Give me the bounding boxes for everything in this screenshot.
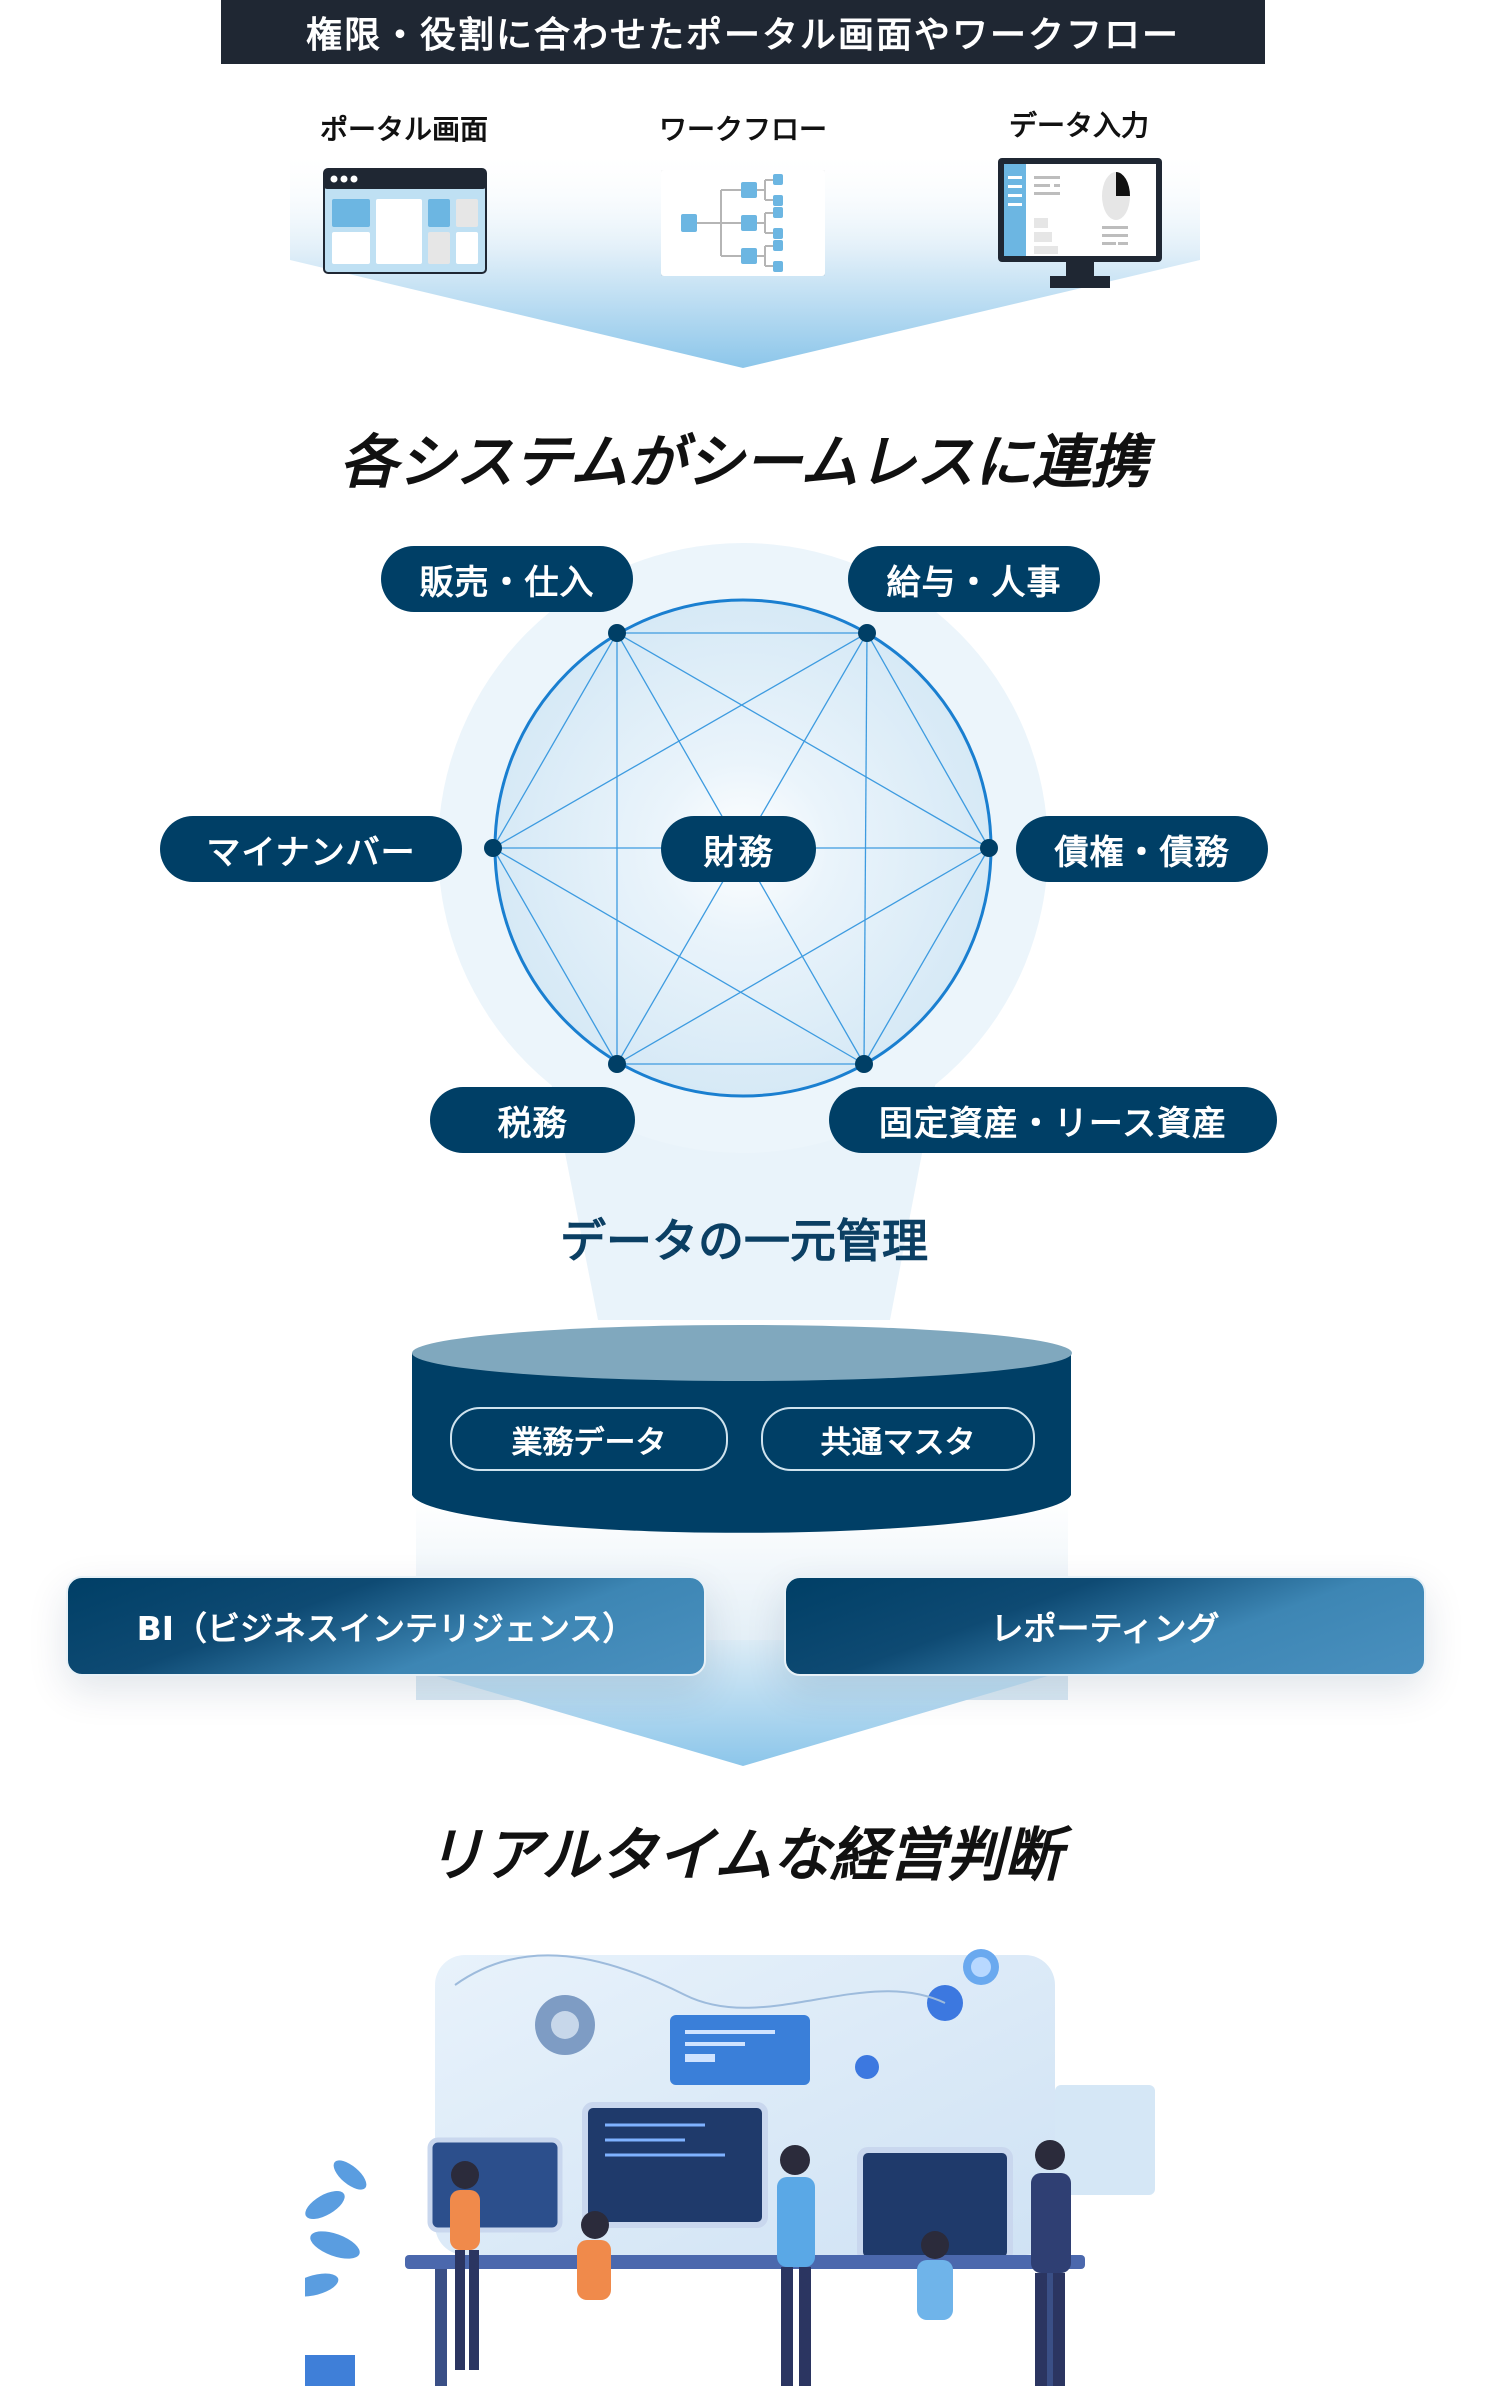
connection-line [492,847,618,1065]
network-node [484,839,502,857]
output-bi: BI（ビジネスインテリジェンス） [66,1576,706,1676]
person-figure [917,2231,953,2320]
person-figure [777,2145,815,2386]
network-node [608,1055,626,1073]
integration-heading: 各システムがシームレスに連携 [339,428,1149,496]
center-pill-finance: 財務 [661,816,816,882]
tool-label-data-entry: データ入力 [1008,109,1149,142]
connection-line [492,632,618,849]
person-figure [577,2211,611,2300]
database-cylinder [412,1325,1072,1766]
db-pill-business-data: 業務データ [450,1407,728,1471]
monitor-dashboard-icon [998,158,1162,288]
connection-line [616,632,990,849]
person-figure [1031,2140,1071,2386]
team-dashboard-illustration [305,1949,1155,2386]
tool-label-workflow: ワークフロー [658,113,827,146]
workflow-tree-icon [661,170,825,276]
connection-line [492,632,868,849]
database-heading: データの一元管理 [560,1214,928,1268]
network-node [858,624,876,642]
network-node [608,624,626,642]
module-pill-payroll: 給与・人事 [848,546,1100,612]
module-pill-tax: 税務 [430,1087,635,1153]
module-pill-fixed-assets: 固定資産・リース資産 [829,1087,1277,1153]
connection-line [616,847,990,1065]
network-node [980,839,998,857]
portal-window-icon [323,168,487,274]
tool-label-portal: ポータル画面 [319,113,488,146]
connection-line [866,632,990,849]
module-pill-sales: 販売・仕入 [381,546,633,612]
db-pill-common-master: 共通マスタ [761,1407,1035,1471]
output-reporting: レポーティング [784,1576,1426,1676]
banner-title: 権限・役割に合わせたポータル画面やワークフロー [221,0,1265,64]
module-pill-mynumber: マイナンバー [160,816,462,882]
network-node [855,1055,873,1073]
plant-leaves [305,2160,367,2297]
module-pill-receivables: 債権・債務 [1016,816,1268,882]
person-figure [450,2161,480,2370]
integration-network [438,543,1048,1320]
connection-line [863,847,990,1065]
connection-line [492,847,865,1065]
conclusion-heading: リアルタイムな経営判断 [425,1821,1063,1889]
connection-lines [492,632,990,1065]
